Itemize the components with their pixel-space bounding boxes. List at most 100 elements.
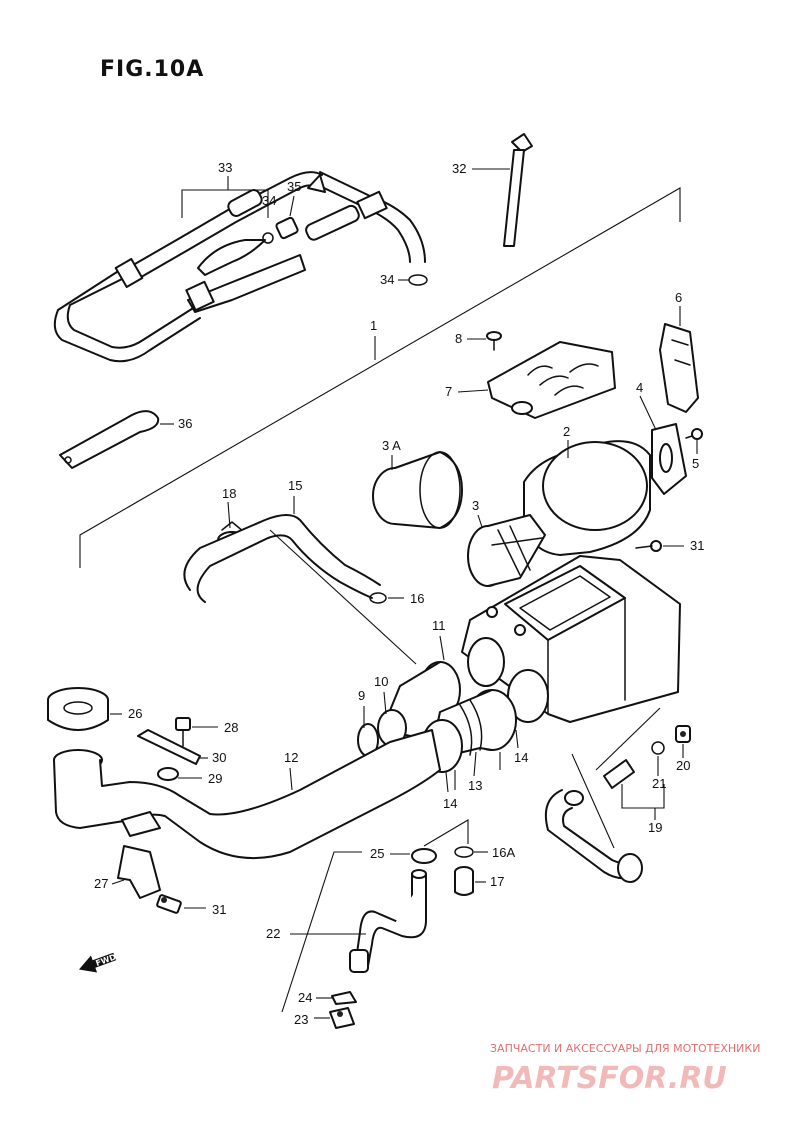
leader-14b (445, 771, 449, 793)
fwd-label: FWD (95, 952, 118, 968)
callout-30: 30 (212, 750, 226, 765)
forward-arrow-icon: FWD (78, 952, 118, 973)
callout-28: 28 (224, 720, 238, 735)
callout-8: 8 (455, 331, 462, 346)
callout-23: 23 (294, 1012, 308, 1027)
cable-tie-32 (503, 133, 533, 247)
callout-34a: 34 (262, 193, 276, 208)
callout-22: 22 (266, 926, 280, 941)
callout-20: 20 (676, 758, 690, 773)
clip-34 (408, 274, 428, 286)
sleeve-17 (454, 866, 474, 896)
callout-3: 3 (472, 498, 479, 513)
leader-15-boot (269, 529, 417, 665)
callout-1: 1 (370, 318, 377, 333)
callout-26: 26 (128, 706, 142, 721)
washer-29 (157, 767, 179, 781)
callout-12: 12 (284, 750, 298, 765)
bolt-28 (175, 717, 191, 747)
figure-title: FIG.10A (100, 57, 204, 82)
callout-7: 7 (445, 384, 452, 399)
leader-18 (227, 501, 231, 529)
bracket-25-16a (423, 819, 469, 847)
watermark-tagline: ЗАПЧАСТИ И АКСЕССУАРЫ ДЛЯ МОТОТЕХНИКИ (490, 1042, 760, 1055)
grommet-4 (651, 423, 687, 495)
filter-cover-7 (487, 341, 616, 419)
callout-35: 35 (287, 179, 301, 194)
bracket-13-14 (454, 752, 501, 790)
leader-13 (473, 751, 477, 777)
callout-14b: 14 (443, 796, 457, 811)
clip-24 (331, 991, 357, 1005)
callout-31b: 31 (212, 902, 226, 917)
bracket-27 (117, 845, 161, 899)
breather-hose-15 (183, 514, 381, 603)
filter-cage-3 (467, 514, 546, 587)
bracket-19 (621, 784, 665, 809)
leader-11 (439, 635, 445, 661)
bracket-33 (181, 189, 269, 218)
bracket-22 (281, 851, 362, 1013)
filter-element-3a (372, 451, 463, 529)
leader-12 (289, 767, 293, 791)
callout-32: 32 (452, 161, 466, 176)
fitting-20 (675, 725, 691, 743)
bracket-6 (659, 323, 699, 413)
callout-15: 15 (288, 478, 302, 493)
leader-4 (639, 395, 657, 431)
callout-29: 29 (208, 771, 222, 786)
callout-11: 11 (432, 618, 446, 633)
bracket-1 (79, 187, 681, 568)
callout-19: 19 (648, 820, 662, 835)
clip-16 (369, 592, 387, 604)
callout-24: 24 (298, 990, 312, 1005)
clamp-25 (411, 848, 437, 864)
leader-7 (457, 389, 489, 393)
callout-17: 17 (490, 874, 504, 889)
callout-21: 21 (652, 776, 666, 791)
leader-hose-lower (571, 753, 615, 849)
callout-5: 5 (692, 456, 699, 471)
callout-14a: 14 (514, 750, 528, 765)
leader-3 (477, 514, 483, 528)
plug-23 (329, 1007, 355, 1029)
callout-2: 2 (563, 424, 570, 439)
callout-16: 16 (410, 591, 424, 606)
leader-35 (289, 195, 295, 217)
plate-30 (137, 729, 201, 765)
leader-airbox-hose (595, 707, 661, 771)
drain-hose-22 (349, 869, 427, 973)
callout-16a: 16A (492, 845, 515, 860)
watermark-brand: PARTSFOR.RU (492, 1061, 727, 1096)
watermark: ЗАПЧАСТИ И АКСЕССУАРЫ ДЛЯ МОТОТЕХНИКИ PA… (490, 1042, 760, 1096)
callout-25: 25 (370, 846, 384, 861)
bolt-31-upper (635, 540, 662, 552)
callout-13: 13 (468, 778, 482, 793)
callout-18: 18 (222, 486, 236, 501)
intake-boot-10 (377, 661, 461, 747)
callout-31a: 31 (690, 538, 704, 553)
callout-4: 4 (636, 380, 643, 395)
breather-hose-assembly (53, 171, 426, 363)
drain-hose-assembly-19 (544, 741, 665, 883)
ring-16a (454, 846, 474, 858)
callout-27: 27 (94, 876, 108, 891)
air-filter-2 (523, 440, 651, 556)
callout-3a: 3 A (382, 438, 401, 453)
callout-36: 36 (178, 416, 192, 431)
callout-9: 9 (358, 688, 365, 703)
intake-duct-12 (53, 729, 441, 860)
callout-34b: 34 (380, 272, 394, 287)
leader-14a (515, 729, 519, 749)
seal-ring-26 (47, 687, 109, 731)
callout-33: 33 (218, 160, 232, 175)
screw-8 (486, 331, 502, 351)
outlet-port-lower (507, 669, 549, 723)
callout-6: 6 (675, 290, 682, 305)
screw-5 (685, 428, 703, 440)
leader-10 (383, 691, 387, 715)
strap-36 (59, 410, 160, 469)
callout-10: 10 (374, 674, 388, 689)
outlet-port-upper (467, 637, 505, 687)
